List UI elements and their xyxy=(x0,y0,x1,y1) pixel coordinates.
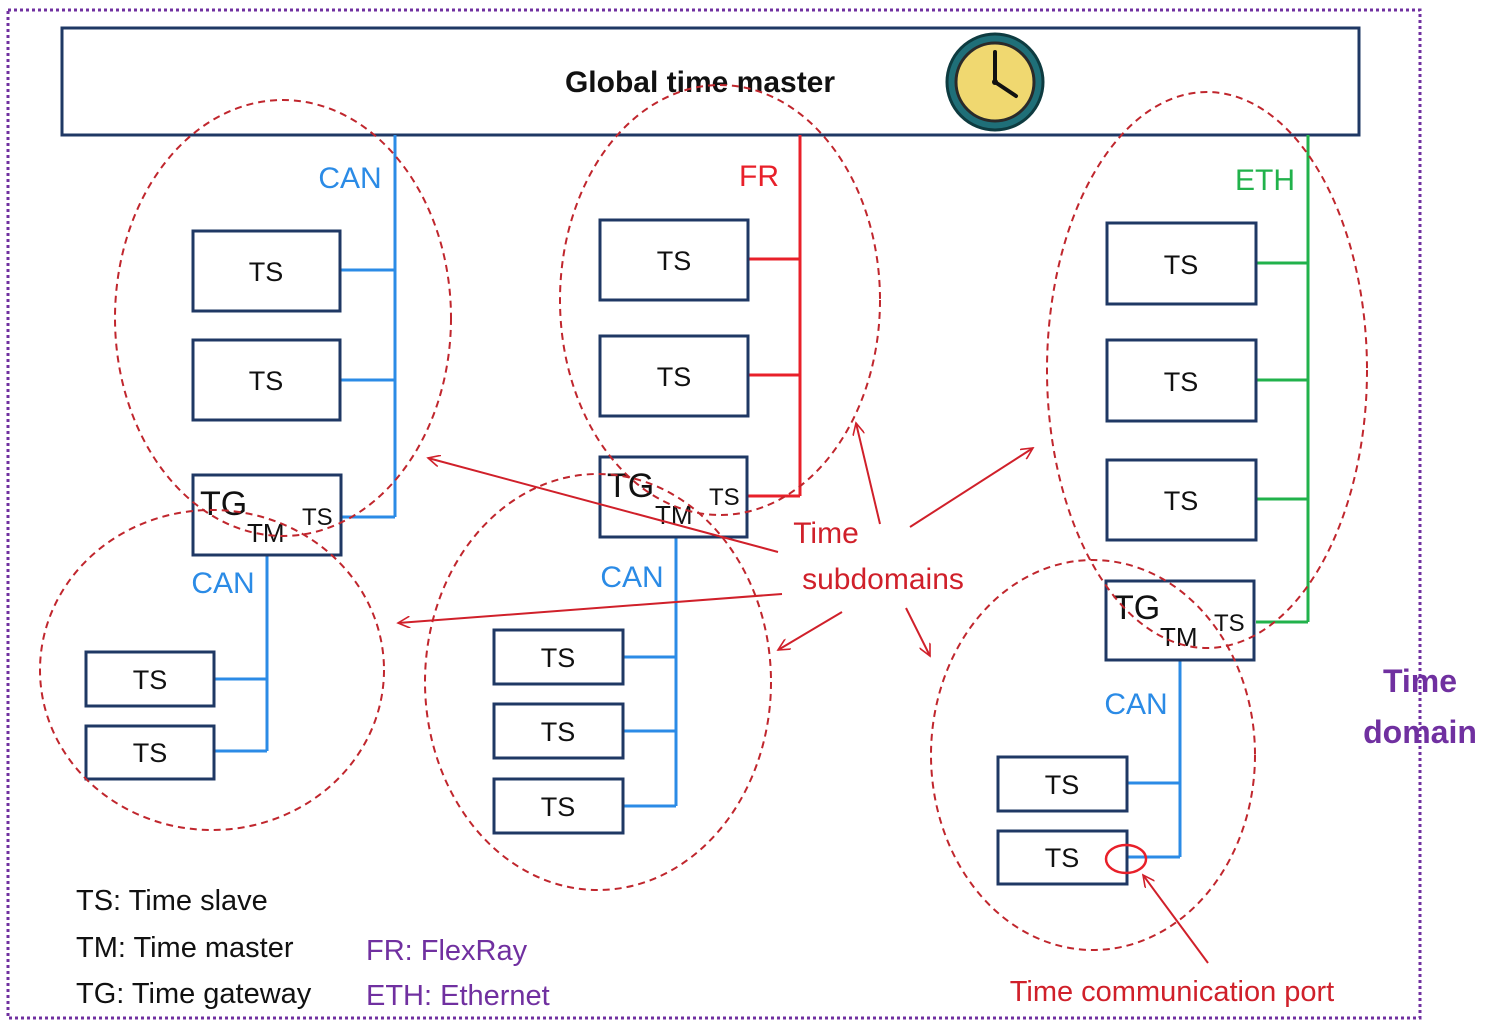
can-bus-bottom-left xyxy=(214,555,269,753)
ts-label: TS xyxy=(1164,367,1199,397)
subdomain-can-middle xyxy=(424,473,772,891)
subdomain-fr xyxy=(559,84,881,516)
can-bus-left xyxy=(340,135,397,519)
tg-label: TG xyxy=(1113,589,1160,627)
ts-label: TS xyxy=(657,362,692,392)
can-bus-right xyxy=(1127,660,1182,859)
ts-label: TS xyxy=(541,643,576,673)
ts-box xyxy=(191,338,342,422)
ts-label: TS xyxy=(1214,610,1245,637)
ts-label: TS xyxy=(133,738,168,768)
subdomain-eth xyxy=(1046,91,1368,649)
ts-box xyxy=(191,229,342,313)
ts-label: TS xyxy=(1164,250,1199,280)
eth-bus xyxy=(1256,135,1310,624)
global-time-master-box xyxy=(60,26,1361,137)
can-label-right: CAN xyxy=(1104,688,1167,721)
subdomain-arrows xyxy=(398,423,1209,964)
time-domain-border xyxy=(6,8,1422,1020)
can-label-bottom-left: CAN xyxy=(191,567,254,600)
fr-label: FR xyxy=(739,160,779,193)
ts-label: TS xyxy=(657,246,692,276)
ts-label: TS xyxy=(302,504,333,531)
can-bus-middle xyxy=(623,537,678,808)
fr-bus xyxy=(748,135,802,498)
legend-tm: TM: Time master xyxy=(76,932,294,964)
ts-label: TS xyxy=(1164,486,1199,516)
can-label-middle: CAN xyxy=(600,561,663,594)
ts-label: TS xyxy=(249,366,284,396)
time-communication-port-label: Time communication port xyxy=(1010,976,1334,1008)
subdomain-can-right xyxy=(930,559,1256,951)
ts-label: TS xyxy=(249,257,284,287)
time-communication-port-marker xyxy=(1104,843,1148,875)
time-domain-label-line2: domain xyxy=(1363,714,1477,750)
ts-label: TS xyxy=(1045,770,1080,800)
ts-label: TS xyxy=(1045,843,1080,873)
tg-label: TG xyxy=(607,467,654,505)
time-subdomains-label-line2: subdomains xyxy=(802,563,964,596)
can-label-left: CAN xyxy=(318,162,381,195)
tm-label: TM xyxy=(655,500,693,530)
legend: TS: Time slave TM: Time master TG: Time … xyxy=(76,885,550,1012)
ts-box xyxy=(996,755,1129,813)
tg-label: TG xyxy=(200,485,247,523)
subdomain-can-bottom-left xyxy=(39,509,385,831)
tg-box-left xyxy=(191,473,343,557)
ts-label: TS xyxy=(133,665,168,695)
ts-box xyxy=(492,702,625,760)
eth-label: ETH xyxy=(1235,164,1295,197)
time-domain-label-line1: Time xyxy=(1383,663,1457,699)
ts-box xyxy=(492,777,625,835)
legend-tg: TG: Time gateway xyxy=(76,978,312,1010)
clock-icon xyxy=(945,32,1045,132)
tm-label: TM xyxy=(247,518,285,548)
subdomain-can-top-left xyxy=(114,99,452,537)
ts-box xyxy=(1105,458,1258,542)
ts-box xyxy=(598,218,750,302)
ts-box xyxy=(84,724,216,781)
tg-box-right xyxy=(1104,579,1256,662)
ts-box xyxy=(1105,221,1258,306)
ts-label: TS xyxy=(709,484,740,511)
time-subdomains-label-line1: Time xyxy=(793,517,859,550)
global-time-master-label: Global time master xyxy=(565,66,835,99)
ts-label: TS xyxy=(541,717,576,747)
legend-fr: FR: FlexRay xyxy=(366,935,528,967)
ts-box xyxy=(598,334,750,418)
legend-ts: TS: Time slave xyxy=(76,885,268,917)
ts-label: TS xyxy=(541,792,576,822)
legend-eth: ETH: Ethernet xyxy=(366,980,550,1012)
ts-box xyxy=(492,628,625,686)
ts-box xyxy=(84,650,216,708)
ts-box xyxy=(1105,338,1258,423)
